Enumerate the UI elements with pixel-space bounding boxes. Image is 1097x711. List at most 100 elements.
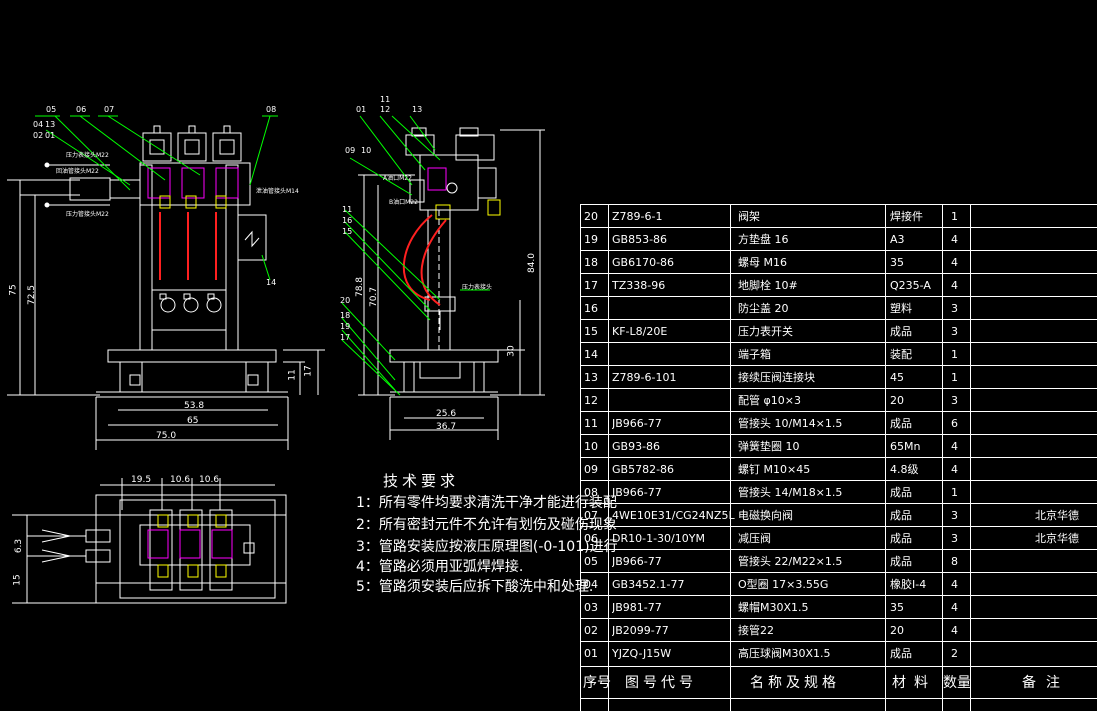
bom-cell-qty: 3 <box>951 509 958 522</box>
front-dims <box>7 179 325 450</box>
bom-cell-name: 管接头 10/M14×1.5 <box>738 417 843 430</box>
note: B油口M22 <box>389 199 418 206</box>
callout: 16 <box>342 216 353 225</box>
note: 压力管接头M22 <box>66 211 109 218</box>
callout: 01 <box>45 131 56 140</box>
bom-cell-qty: 4 <box>951 578 958 591</box>
bom-cell-material: 4.8级 <box>890 463 919 476</box>
dim-label: 30 <box>506 345 517 357</box>
side-dims <box>358 129 545 440</box>
bom-cell-qty: 2 <box>951 647 958 660</box>
callout: 17 <box>340 333 351 342</box>
bom-cell-qty: 1 <box>951 371 958 384</box>
bom-cell-qty: 4 <box>951 279 958 292</box>
callout: 01 <box>356 105 367 114</box>
bom-cell-name: 接续压阀连接块 <box>738 371 815 384</box>
dim-label: 75 <box>8 284 19 296</box>
bom-cell-name: O型圈 17×3.55G <box>738 578 829 591</box>
bom-cell-no: 19 <box>584 233 598 246</box>
bom-cell-code: Z789-6-101 <box>612 371 677 384</box>
bom-cell-no: 04 <box>584 578 598 591</box>
tech-requirement-line: 4：管路必须用亚弧焊焊接. <box>356 559 524 575</box>
bom-cell-material: 成品 <box>890 417 912 430</box>
bom-cell-code: JB981-77 <box>612 601 662 614</box>
bom-cell-code: 4WE10E31/CG24NZ5L <box>612 509 735 522</box>
bom-cell-name: 螺母 M16 <box>738 256 787 269</box>
callout: 19 <box>340 322 351 331</box>
bom-cell-qty: 3 <box>951 532 958 545</box>
bom-cell-name: 接管22 <box>738 624 774 637</box>
bom-cell-material: 装配 <box>890 348 912 361</box>
bom-cell-qty: 4 <box>951 463 958 476</box>
bom-cell-material: 45 <box>890 371 904 384</box>
bom-cell-material: 橡胶I-4 <box>890 578 927 591</box>
side-leaders <box>341 115 490 396</box>
bom-cell-note: 北京华德 <box>1035 532 1079 545</box>
callout: 15 <box>342 227 353 236</box>
note: 压力表接头 <box>462 284 493 291</box>
bom-cell-name: 管接头 14/M18×1.5 <box>738 486 843 499</box>
bom-cell-no: 10 <box>584 440 598 453</box>
bom-cell-qty: 3 <box>951 394 958 407</box>
dim-label: 15 <box>12 574 23 586</box>
bom-cell-material: 35 <box>890 256 904 269</box>
bom-cell-material: 35 <box>890 601 904 614</box>
bom-cell-qty: 1 <box>951 348 958 361</box>
dim-label: 53.8 <box>184 401 205 411</box>
bom-cell-material: 成品 <box>890 555 912 568</box>
dim-label: 25.6 <box>436 409 457 419</box>
callout: 11 <box>380 95 391 104</box>
bom-cell-code: JB2099-77 <box>612 624 669 637</box>
bom-cell-qty: 1 <box>951 210 958 223</box>
bom-cell-no: 11 <box>584 417 598 430</box>
front-view <box>44 125 288 398</box>
bom-cell-qty: 1 <box>951 486 958 499</box>
bom-cell-code: JB966-77 <box>612 417 662 430</box>
bom-cell-material: 成品 <box>890 486 912 499</box>
bom-cell-code: KF-L8/20E <box>612 325 668 338</box>
bom-cell-qty: 4 <box>951 624 958 637</box>
bom-cell-code: GB5782-86 <box>612 463 675 476</box>
header-code: 图号代号 <box>625 675 697 691</box>
dim-label: 10.6 <box>170 475 191 485</box>
callout: 05 <box>46 105 57 114</box>
callout: 04 <box>33 120 44 129</box>
bom-cell-no: 05 <box>584 555 598 568</box>
plan-dims <box>12 478 275 604</box>
bom-cell-name: 管接头 22/M22×1.5 <box>738 555 843 568</box>
bom-cell-material: 成品 <box>890 532 912 545</box>
callout: 07 <box>104 105 115 114</box>
bom-cell-material: 焊接件 <box>890 210 923 223</box>
tech-requirements-title: 技术要求 <box>383 472 460 490</box>
bom-row: 04 GB3452.1-77 O型圈 17×3.55G 橡胶I-4 4 <box>580 572 1097 595</box>
plan-view <box>41 494 287 604</box>
callout: 02 <box>33 131 44 140</box>
bom-header: 序号 图号代号 名称及规格 材料 数量 备注 <box>580 666 1097 699</box>
bom-cell-no: 12 <box>584 394 598 407</box>
bom-cell-name: 防尘盖 20 <box>738 302 789 315</box>
dim-label: 36.7 <box>436 422 457 432</box>
bom-cell-code: GB3452.1-77 <box>612 578 685 591</box>
bom-cell-qty: 4 <box>951 601 958 614</box>
callout: 12 <box>380 105 391 114</box>
dim-label: 75.0 <box>156 431 177 441</box>
bom-cell-code: GB93-86 <box>612 440 661 453</box>
callout: 13 <box>45 120 56 129</box>
bom-cell-name: 螺帽M30X1.5 <box>738 601 809 614</box>
header-name: 名称及规格 <box>750 675 840 691</box>
bom-cell-qty: 4 <box>951 256 958 269</box>
bom-cell-name: 方垫盘 16 <box>738 233 789 246</box>
dim-label: 6.3 <box>14 538 25 554</box>
callout: 11 <box>342 205 353 214</box>
